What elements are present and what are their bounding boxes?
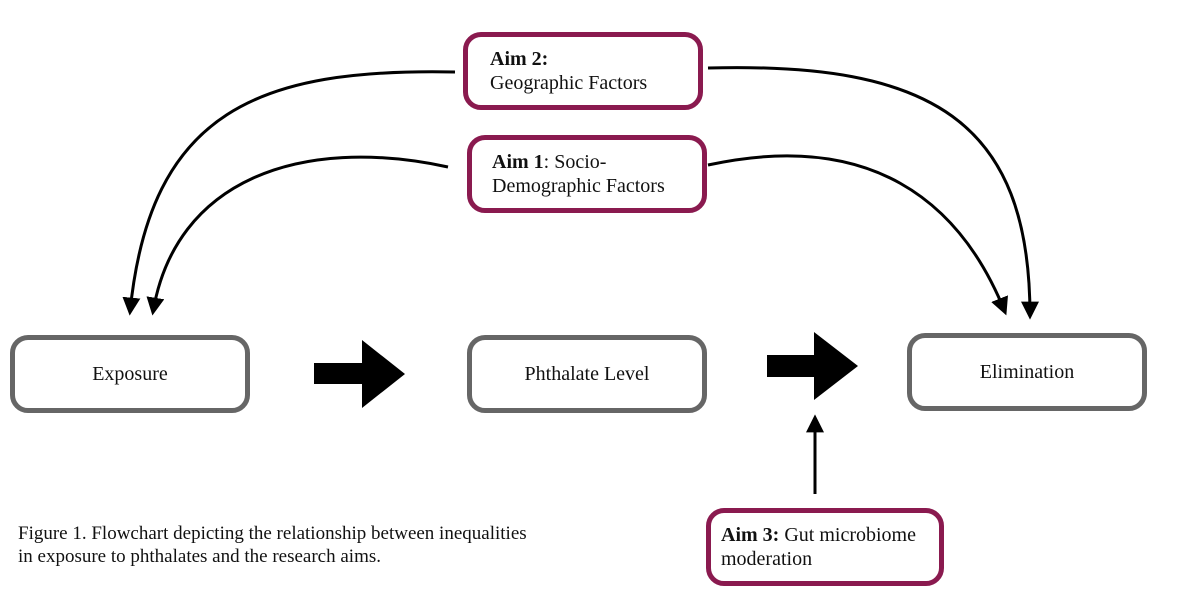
arrow-aim1-to-exposure	[146, 155, 449, 316]
arrow-aim1-to-elimination	[707, 154, 1008, 316]
exposure-label: Exposure	[92, 362, 168, 385]
aim3-label: Aim 3:	[721, 524, 780, 546]
exposure-box: Exposure	[10, 335, 250, 413]
aim1-text-line2: Demographic Factors	[492, 175, 665, 197]
aim1-box: Aim 1: Socio- Demographic Factors	[467, 135, 707, 213]
aim1-line1: Aim 1: Socio-	[492, 150, 702, 174]
aim1-text-line1: : Socio-	[543, 151, 607, 173]
aim3-box: Aim 3: Gut microbiome moderation	[706, 508, 944, 586]
phthalate-level-label: Phthalate Level	[524, 362, 650, 385]
aim3-text-line2: moderation	[721, 548, 813, 570]
aim1-label: Aim 1	[492, 151, 544, 173]
block-arrow-exposure-to-phthalate	[314, 340, 405, 408]
figure-caption: Figure 1. Flowchart depicting the relati…	[18, 522, 658, 568]
aim2-label: Aim 2:	[490, 48, 549, 70]
caption-line2: in exposure to phthalates and the resear…	[18, 546, 381, 567]
caption-line1: Figure 1. Flowchart depicting the relati…	[18, 523, 527, 544]
arrow-aim2-to-elimination	[707, 66, 1039, 320]
arrow-aim2-to-exposure	[122, 70, 456, 316]
aim2-box: Aim 2: Geographic Factors	[463, 32, 703, 110]
elimination-box: Elimination	[907, 333, 1147, 411]
aim3-text-line1: Gut microbiome	[779, 524, 916, 546]
elimination-label: Elimination	[979, 360, 1075, 383]
aim2-text: Geographic Factors	[490, 72, 648, 94]
block-arrow-phthalate-to-elimination	[767, 332, 858, 400]
aim3-line1: Aim 3: Gut microbiome	[721, 523, 939, 547]
phthalate-level-box: Phthalate Level	[467, 335, 707, 413]
